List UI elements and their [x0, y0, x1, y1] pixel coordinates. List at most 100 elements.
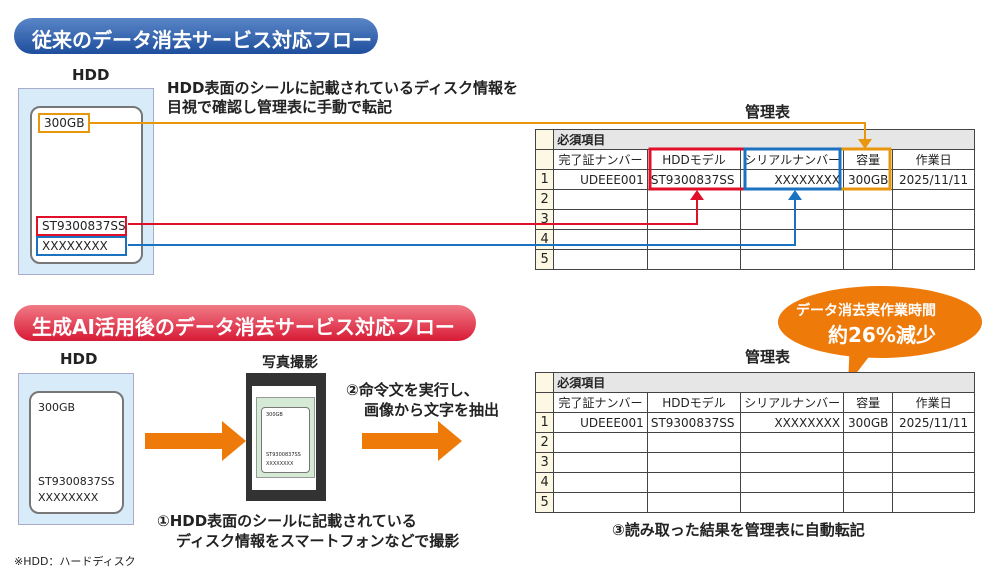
ai-flow-title: 生成AI活用後のデータ消去サービス対応フロー [14, 305, 476, 341]
capacity-highlight [838, 147, 892, 191]
result-bubble [778, 286, 982, 358]
column-header: 完了証ナンバー [553, 149, 648, 170]
column-header: 容量 [843, 392, 894, 413]
table-cell [740, 472, 845, 493]
column-header: 完了証ナンバー [553, 392, 648, 413]
table-row: 5 [534, 492, 975, 513]
column-header: HDDモデル [646, 149, 742, 170]
capacity-text: 300GB [38, 401, 76, 414]
model-highlight [648, 147, 747, 191]
step3: ③読み取った結果を管理表に自動転記 [612, 521, 865, 539]
hdd-label: HDD [72, 66, 110, 84]
table-cell [553, 432, 648, 453]
column-header: 作業日 [892, 149, 975, 170]
step2-line1: ②命令文を実行し、 [346, 381, 479, 399]
table-cell [553, 492, 648, 513]
table-cell [892, 432, 975, 453]
step1-line1: ①HDD表面のシールに記載されている [157, 512, 417, 530]
model-text: ST9300837SS [38, 475, 115, 488]
corner-cell [534, 392, 555, 413]
model-tag: ST9300837SS [36, 216, 127, 236]
serial-highlight [743, 147, 842, 191]
photo-hdd-sheet [261, 407, 310, 473]
hdd-label-sheet-ai [29, 391, 124, 514]
row-number: 3 [534, 452, 555, 473]
serial-connector [128, 198, 796, 246]
table-cell: XXXXXXXX [740, 412, 845, 433]
model-arrowhead [690, 190, 704, 200]
traditional-description-2: 目視で確認し管理表に手動で転記 [167, 98, 393, 116]
arrow-to-photo [145, 421, 246, 461]
step1-line2: ディスク情報をスマートフォンなどで撮影 [176, 532, 460, 550]
table-band-row: 必須項目 [534, 129, 975, 150]
table-cell: XXXXXXXX [740, 169, 845, 190]
photo-capacity-text: 300GB [266, 412, 283, 418]
table-cell [646, 249, 742, 270]
table-cell: 2025/11/11 [892, 169, 975, 190]
traditional-description-1: HDD表面のシールに記載されているディスク情報を [167, 79, 518, 97]
table-cell [553, 472, 648, 493]
row-number: 2 [534, 432, 555, 453]
corner-cell [534, 372, 555, 393]
table-cell [740, 492, 845, 513]
table-cell [646, 472, 742, 493]
table-cell [892, 249, 975, 270]
column-header: シリアルナンバー [740, 392, 845, 413]
table-cell [646, 492, 742, 513]
table-band-row: 必須項目 [534, 372, 975, 393]
row-number: 1 [534, 412, 555, 433]
required-items-band: 必須項目 [553, 129, 975, 150]
capacity-connector [88, 122, 866, 140]
photo-model-text: ST9300837SS [266, 452, 301, 458]
hdd-label-ai: HDD [60, 350, 98, 368]
serial-tag: XXXXXXXX [36, 236, 127, 256]
table-cell [740, 452, 845, 473]
row-number: 5 [534, 492, 555, 513]
serial-arrowhead [788, 190, 802, 200]
table-row: 4 [534, 472, 975, 493]
footnote: ※HDD：ハードディスク [14, 555, 136, 568]
row-number: 5 [534, 249, 555, 270]
table-cell [843, 472, 894, 493]
traditional-flow-title: 従来のデータ消去サービス対応フロー [14, 18, 378, 54]
table-title: 管理表 [745, 103, 791, 121]
table-cell: ST9300837SS [646, 169, 742, 190]
table-cell [892, 492, 975, 513]
table-cell [892, 452, 975, 473]
table-cell [843, 492, 894, 513]
capacity-arrowhead [858, 139, 872, 149]
table-cell [892, 472, 975, 493]
table-cell: UDEEE001 [553, 169, 648, 190]
table-row: 2 [534, 432, 975, 453]
column-header: 容量 [843, 149, 894, 170]
table-cell [843, 452, 894, 473]
table-cell [553, 452, 648, 473]
row-number: 4 [534, 472, 555, 493]
table-cell [646, 432, 742, 453]
column-header: 作業日 [892, 392, 975, 413]
table-cell [646, 452, 742, 473]
column-header: HDDモデル [646, 392, 742, 413]
row-number: 2 [534, 189, 555, 210]
serial-text: XXXXXXXX [38, 491, 99, 504]
table-title-ai: 管理表 [745, 348, 791, 366]
table-cell: ST9300837SS [646, 412, 742, 433]
table-cell: 300GB [843, 412, 894, 433]
photo-serial-text: XXXXXXXX [266, 461, 294, 467]
arrow-to-table [362, 421, 462, 461]
corner-cell [534, 149, 555, 170]
bubble-line1: データ消去実作業時間 [796, 303, 936, 319]
photo-label: 写真撮影 [262, 355, 318, 371]
table-cell: 2025/11/11 [892, 412, 975, 433]
model-connector [128, 198, 698, 225]
table-row: 5 [534, 249, 975, 270]
bubble-line2: 約26%減少 [828, 323, 936, 347]
table-cell [740, 432, 845, 453]
